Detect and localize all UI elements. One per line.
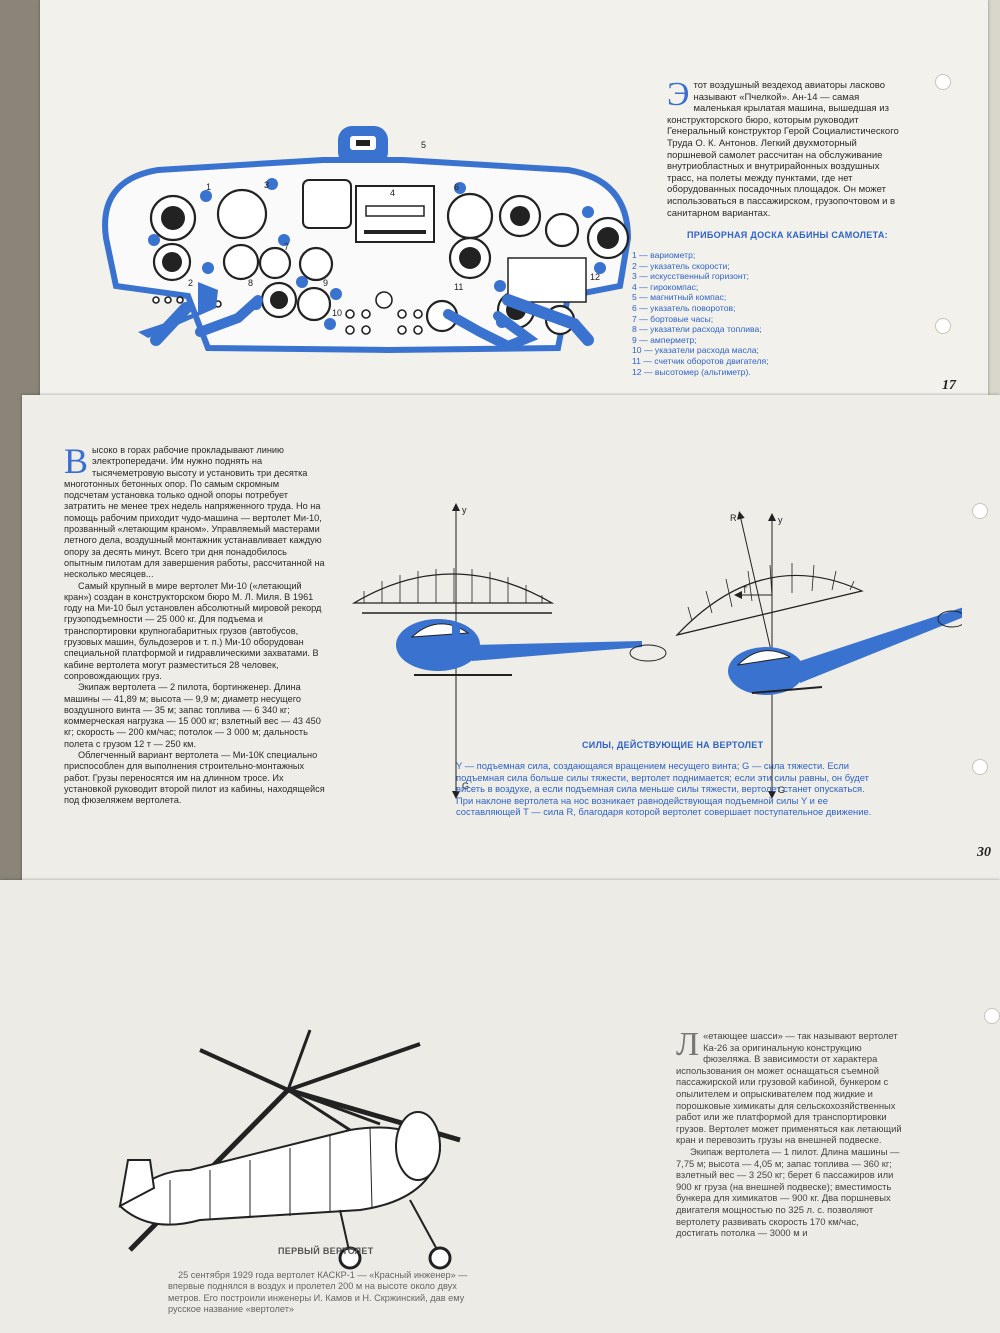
illustration-caption: ПЕРВЫЙ ВЕРТОЛЕТ bbox=[278, 1246, 374, 1256]
legend-item: 9 — амперметр; bbox=[632, 334, 697, 345]
svg-text:11: 11 bbox=[454, 282, 463, 292]
kaskr-1-illustration bbox=[118, 1029, 461, 1270]
paragraph: Облегченный вариант вертолета — Ми-10К с… bbox=[64, 750, 325, 806]
svg-text:2: 2 bbox=[188, 278, 193, 288]
intro-paragraph: Э тот воздушный вездеход авиаторы ласков… bbox=[667, 76, 899, 219]
legend-item: 1 — вариометр; bbox=[632, 250, 696, 260]
paragraph: «етающее шасси» — так называют вертолет … bbox=[676, 1030, 902, 1146]
legend-item: 10 — указатели расхода масла; bbox=[632, 345, 759, 356]
legend-item: 11 — счетчик оборотов двигателя; bbox=[632, 355, 769, 366]
legend-item: 8 — указатели расхода топлива; bbox=[632, 324, 762, 335]
page-17: 1 2 3 4 5 6 7 8 9 10 11 12 Э тот воздушн… bbox=[40, 0, 988, 410]
paragraph: Самый крупный в мире вертолет Ми-10 («ле… bbox=[64, 580, 322, 681]
svg-text:G: G bbox=[778, 785, 785, 795]
svg-text:8: 8 bbox=[248, 278, 253, 288]
svg-text:y: y bbox=[462, 505, 467, 515]
legend-list: 1 — вариометр; 2 — указатель скорости; 3… bbox=[632, 250, 769, 377]
legend-item: 4 — гирокомпас; bbox=[632, 281, 699, 292]
legend-item: 12 — высотомер (альтиметр). bbox=[632, 366, 751, 377]
svg-text:6: 6 bbox=[454, 182, 459, 192]
ka26-article: Л «етающее шасси» — так называют вертоле… bbox=[676, 1026, 902, 1239]
svg-text:y: y bbox=[778, 515, 783, 525]
svg-text:4: 4 bbox=[390, 188, 395, 198]
legend-item: 5 — магнитный компас; bbox=[632, 292, 727, 303]
svg-text:T: T bbox=[742, 585, 748, 595]
svg-text:9: 9 bbox=[323, 278, 328, 288]
svg-text:1: 1 bbox=[206, 182, 211, 192]
page-30: В ысоко в горах рабочие прокладывают лин… bbox=[22, 395, 1000, 895]
instrument-panel-illustration: 1 2 3 4 5 6 7 8 9 10 11 12 bbox=[102, 126, 632, 354]
binder-hole bbox=[935, 318, 951, 334]
paragraph: Экипаж вертолета — 1 пилот. Длина машины… bbox=[676, 1145, 900, 1239]
legend-item: 3 — искусственный горизонт; bbox=[632, 271, 749, 282]
page-number: 17 bbox=[942, 378, 956, 393]
paragraph: Экипаж вертолета — 2 пилота, бортинженер… bbox=[64, 682, 321, 749]
binder-hole bbox=[972, 759, 988, 775]
svg-text:10: 10 bbox=[332, 308, 342, 318]
paragraph: ысоко в горах рабочие прокладывают линию… bbox=[64, 445, 325, 580]
svg-text:G: G bbox=[462, 781, 469, 791]
binder-hole bbox=[984, 1008, 1000, 1024]
mi10-article: В ысоко в горах рабочие прокладывают лин… bbox=[64, 441, 326, 807]
legend-title: ПРИБОРНАЯ ДОСКА КАБИНЫ САМОЛЕТА: bbox=[687, 230, 888, 240]
binder-hole bbox=[935, 74, 951, 90]
svg-text:3: 3 bbox=[264, 180, 269, 190]
forces-description: Y — подъемная сила, создающаяся вращение… bbox=[456, 760, 872, 818]
caption-text: 25 сентября 1929 года вертолет КАСКР-1 —… bbox=[168, 1270, 468, 1315]
legend-item: 7 — бортовые часы; bbox=[632, 313, 714, 324]
page-first-helicopter: ПЕРВЫЙ ВЕРТОЛЕТ 25 сентября 1929 года ве… bbox=[0, 880, 1000, 1333]
binder-hole bbox=[972, 503, 988, 519]
svg-text:7: 7 bbox=[284, 242, 289, 252]
forces-title: СИЛЫ, ДЕЙСТВУЮЩИЕ НА ВЕРТОЛЕТ bbox=[582, 740, 764, 750]
svg-text:5: 5 bbox=[421, 140, 426, 150]
dropcap: В bbox=[64, 441, 89, 481]
dropcap: Л bbox=[676, 1026, 700, 1063]
dropcap: Э bbox=[667, 76, 690, 113]
helicopter-forces-diagram: y G R y T G bbox=[351, 503, 962, 799]
page-number: 30 bbox=[977, 845, 991, 860]
legend-item: 6 — указатель поворотов; bbox=[632, 302, 736, 313]
svg-text:12: 12 bbox=[590, 272, 600, 282]
svg-text:R: R bbox=[730, 513, 737, 523]
legend-item: 2 — указатель скорости; bbox=[632, 260, 730, 271]
